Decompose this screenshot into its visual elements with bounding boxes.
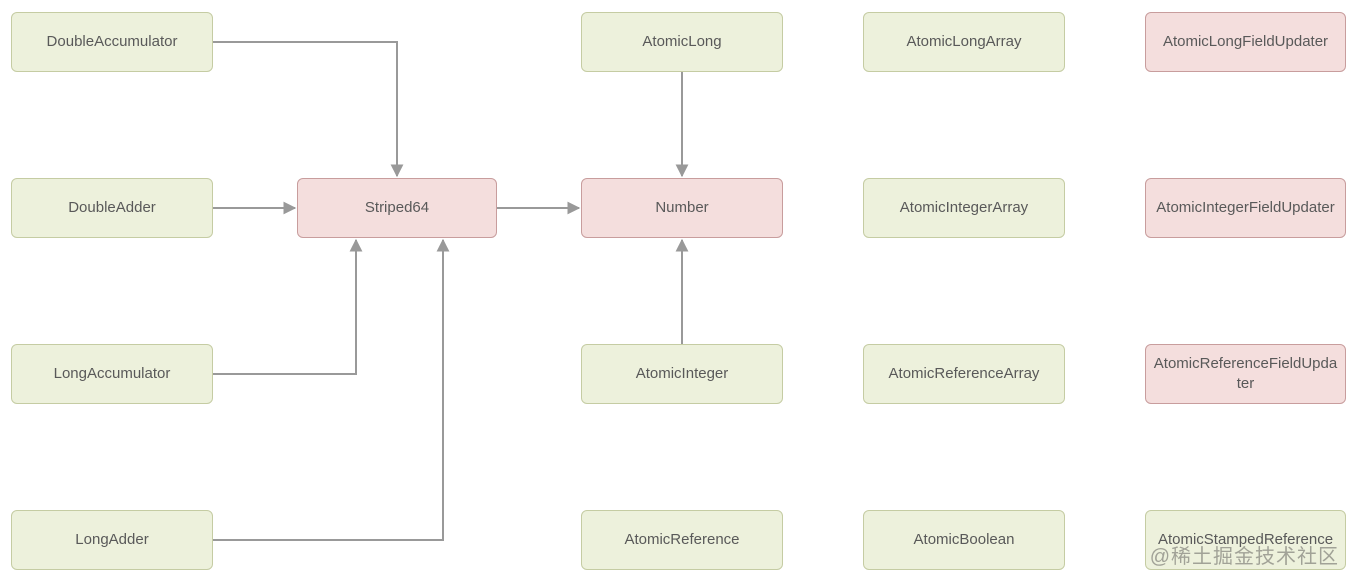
edge-long-adder-to-striped64 xyxy=(213,238,450,541)
node-atomic-long-field-updater: AtomicLongFieldUpdater xyxy=(1145,12,1346,72)
node-atomic-integer: AtomicInteger xyxy=(581,344,783,404)
node-long-adder: LongAdder xyxy=(11,510,213,570)
node-atomic-long-array: AtomicLongArray xyxy=(863,12,1065,72)
node-atomic-reference-array: AtomicReferenceArray xyxy=(863,344,1065,404)
edge-long-accumulator-to-striped64 xyxy=(213,238,363,375)
node-atomic-reference-field-updater: AtomicReferenceFieldUpdater xyxy=(1145,344,1346,404)
node-atomic-long: AtomicLong xyxy=(581,12,783,72)
node-striped64: Striped64 xyxy=(297,178,497,238)
node-long-accumulator: LongAccumulator xyxy=(11,344,213,404)
node-atomic-boolean: AtomicBoolean xyxy=(863,510,1065,570)
node-number: Number xyxy=(581,178,783,238)
node-atomic-integer-field-updater: AtomicIntegerFieldUpdater xyxy=(1145,178,1346,238)
node-double-adder: DoubleAdder xyxy=(11,178,213,238)
edge-double-accumulator-to-striped64 xyxy=(213,41,404,178)
node-atomic-stamped-reference: AtomicStampedReference xyxy=(1145,510,1346,570)
node-double-accumulator: DoubleAccumulator xyxy=(11,12,213,72)
node-atomic-integer-array: AtomicIntegerArray xyxy=(863,178,1065,238)
node-atomic-reference: AtomicReference xyxy=(581,510,783,570)
